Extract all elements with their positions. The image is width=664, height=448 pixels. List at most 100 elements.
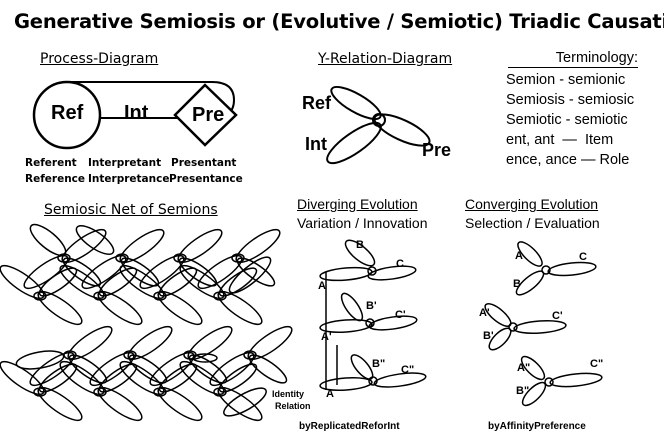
div-label-a2: A (326, 388, 334, 400)
diverging-footer: byReplicatedReforInt (299, 421, 400, 432)
net-petal (192, 353, 218, 363)
net-petal (139, 254, 185, 290)
reference-label: Reference (25, 173, 86, 185)
page-title: Generative Semiosis or (Evolutive / Semi… (14, 10, 664, 33)
conv-node-3 (544, 377, 554, 387)
net-petal (236, 257, 276, 287)
net-petal (29, 351, 75, 387)
net-petal (197, 254, 243, 290)
relation-label: Relation (275, 401, 311, 411)
net-petal (119, 264, 165, 300)
conv-label-a1: A' (479, 307, 490, 319)
interpretance-label: Interpretance (88, 173, 170, 185)
diverging-subheading: Variation / Innovation (297, 215, 428, 231)
net-petal (157, 290, 203, 326)
net-node (231, 253, 245, 263)
net-petal (218, 267, 258, 297)
terminology-line-4: ent, ant — Item (506, 132, 614, 148)
net-petal (62, 257, 102, 287)
y-center-node (372, 113, 386, 127)
net-node (93, 387, 107, 397)
conv-label-a2: A" (517, 362, 531, 374)
net-petal (97, 386, 143, 422)
terminology-line-2: Semiosis - semiosic (506, 92, 635, 108)
terminology-heading: Terminology: (508, 50, 638, 68)
net-node (183, 350, 197, 360)
div-petal-c2 (373, 372, 427, 388)
net-petal (119, 228, 165, 264)
terminology-line-1: Semion - semionic (506, 72, 626, 88)
terminology-line-5: ence, ance — Role (506, 152, 630, 168)
net-petal (188, 354, 228, 384)
net-petal (247, 325, 293, 361)
net-petal (157, 386, 203, 422)
net-petal (38, 363, 78, 393)
net-petal (158, 363, 198, 393)
net-node (123, 350, 137, 360)
net-petal (29, 223, 67, 257)
div-label-c: C (396, 258, 404, 270)
converging-subheading: Selection / Evaluation (465, 215, 600, 231)
net-node (213, 291, 227, 301)
net-petal (37, 290, 83, 326)
net-petal (158, 267, 198, 297)
net-petal (59, 360, 105, 396)
net-petal (223, 387, 267, 417)
process-ref-label: Ref (51, 102, 84, 124)
net-node (243, 350, 257, 360)
net-petal (149, 351, 195, 387)
net-petal (37, 386, 83, 422)
net-node (115, 253, 129, 263)
net-petal (120, 257, 160, 287)
identity-label: Identity (272, 389, 305, 399)
net-petal (177, 228, 223, 264)
net-petal (98, 363, 138, 393)
interpretant-label: Interpretant (88, 157, 162, 169)
net-node (173, 253, 187, 263)
div-petal-b1 (340, 292, 364, 322)
converging-footer: byAffinityPreference (488, 421, 586, 432)
referent-label: Referent (25, 157, 77, 169)
net-petal (119, 360, 165, 396)
net-petal (97, 290, 143, 326)
div-label-c1: C' (395, 309, 406, 321)
net-node (153, 387, 167, 397)
net-petal (217, 386, 263, 422)
conv-label-c: C (579, 251, 587, 263)
process-pre-label: Pre (192, 104, 225, 126)
y-relation-heading: Y-Relation-Diagram (318, 51, 453, 67)
conv-label-c1: C' (552, 310, 563, 322)
y-pre-label: Pre (422, 140, 452, 160)
div-label-a: A (318, 280, 326, 292)
conv-label-b: B (513, 278, 521, 290)
net-petal (98, 267, 138, 297)
net-petal (59, 264, 105, 300)
net-petal (68, 354, 108, 384)
conv-label-a: A (515, 250, 523, 262)
presentant-label: Presentant (171, 157, 237, 169)
process-int-label: Int (124, 102, 149, 124)
div-label-c2: C" (401, 364, 415, 376)
net-petal (178, 257, 218, 287)
net-petal (218, 363, 258, 393)
diverging-heading: Diverging Evolution (297, 196, 418, 212)
div-node-3 (368, 376, 378, 386)
conv-node-2 (508, 322, 518, 332)
conv-label-b1: B' (483, 330, 494, 342)
net-node (57, 253, 71, 263)
net-petal (75, 225, 115, 255)
y-int-label: Int (305, 134, 327, 154)
net-petal (67, 325, 113, 361)
conv-petal-c2 (549, 372, 603, 388)
net-petal (127, 325, 173, 361)
net-petal (179, 264, 225, 300)
net-node (153, 291, 167, 301)
y-petal-int (326, 121, 382, 165)
y-ref-label: Ref (302, 93, 332, 113)
net-node (213, 387, 227, 397)
net-petal (0, 360, 45, 396)
process-diagram-heading: Process-Diagram (40, 51, 159, 67)
conv-petal-c (547, 261, 597, 277)
net-petal (217, 290, 263, 326)
converging-heading: Converging Evolution (465, 196, 599, 212)
